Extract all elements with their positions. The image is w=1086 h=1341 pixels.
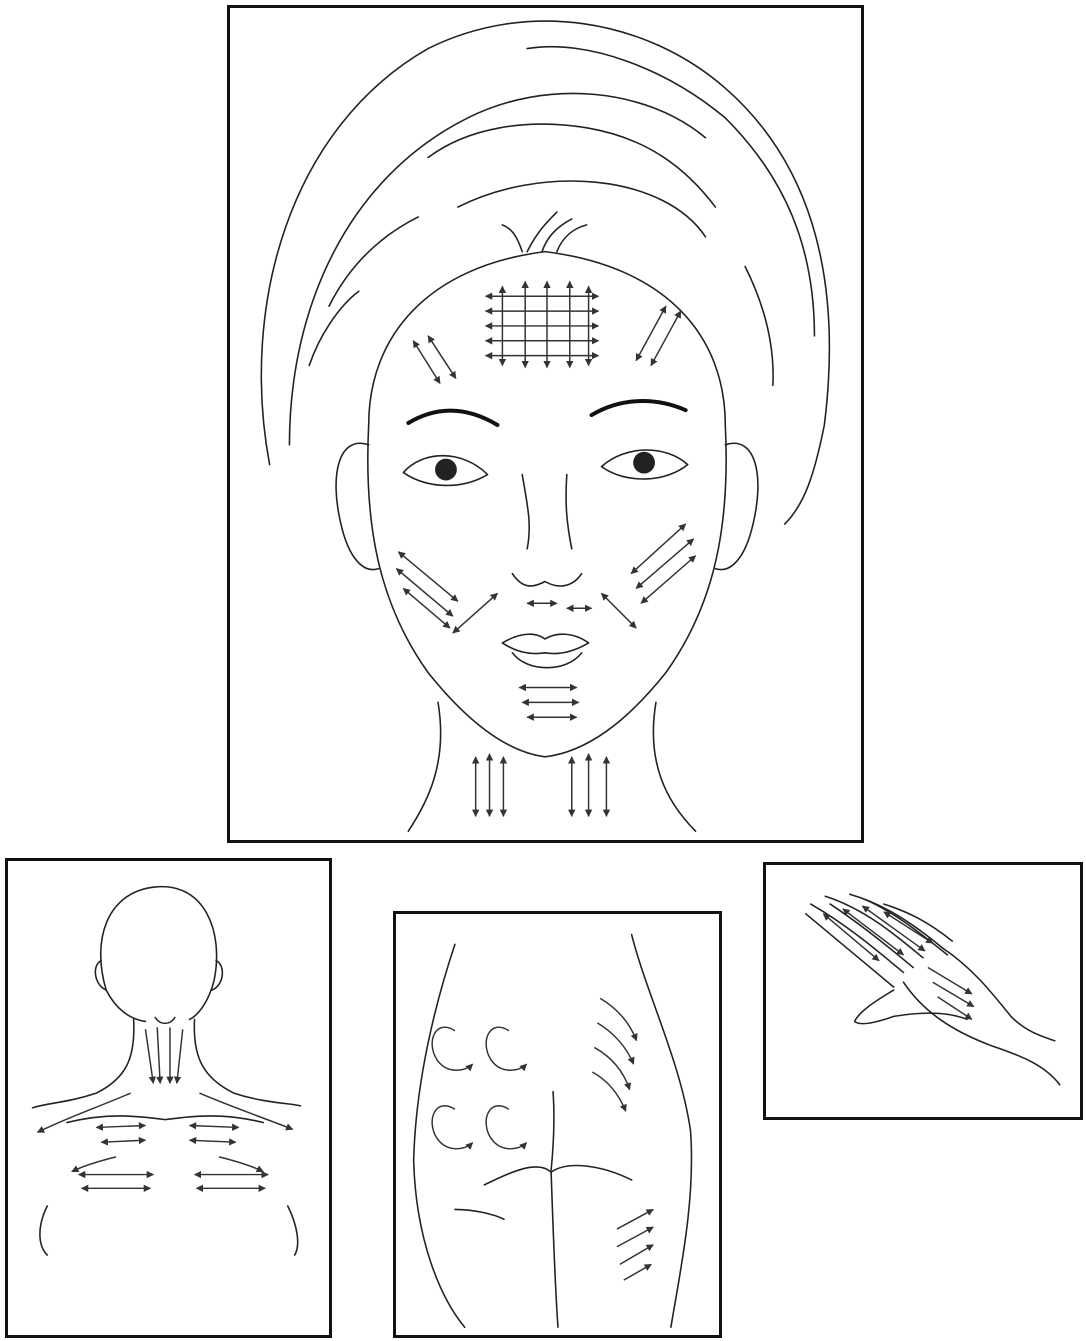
right-hip-outline	[632, 935, 692, 1328]
neck-shoulder-massage-panel	[5, 858, 332, 1338]
neck-arrows	[476, 754, 607, 816]
left-eyebrow	[408, 411, 497, 425]
neck-back-arrows	[145, 1027, 182, 1083]
thigh-arrows	[617, 1209, 653, 1280]
face-illustration	[230, 8, 861, 840]
glute-illustration	[396, 914, 719, 1335]
face-outline	[368, 425, 726, 757]
hand-massage-panel	[763, 862, 1083, 1120]
face-massage-panel	[227, 5, 864, 843]
buttock-thigh-massage-panel	[393, 911, 722, 1338]
shoulder-arrows	[37, 1093, 292, 1172]
head-outline	[101, 887, 217, 1020]
back-of-hand-arrows	[928, 968, 974, 1020]
lips	[502, 634, 588, 653]
chin-arrows	[519, 687, 578, 717]
hand-illustration	[766, 865, 1080, 1117]
circular-arrows	[432, 1027, 526, 1149]
right-eyebrow	[592, 401, 686, 415]
forehead-grid-arrows	[486, 281, 599, 367]
side-curve-arrows	[592, 998, 636, 1111]
cheek-arrows	[396, 524, 695, 633]
back-illustration	[8, 861, 329, 1335]
upper-back-arrows	[79, 1175, 268, 1189]
left-hip-outline	[414, 944, 465, 1327]
